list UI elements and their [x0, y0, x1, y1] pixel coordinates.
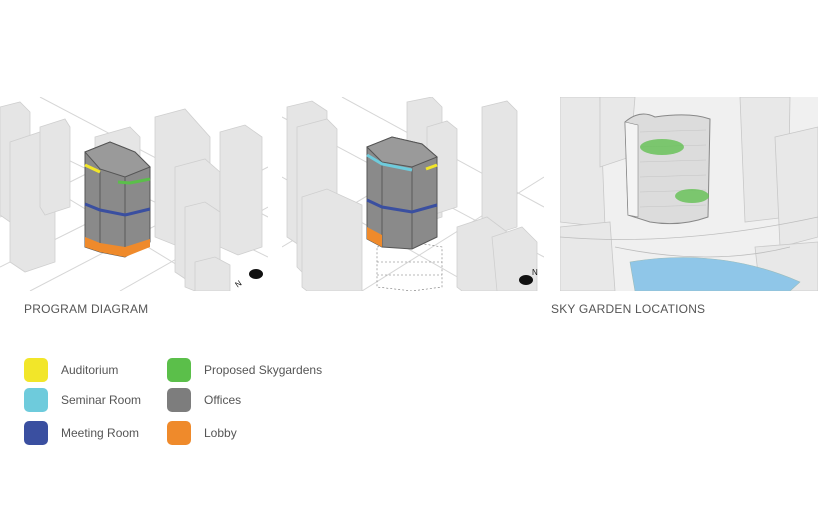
legend-item-skygardens: Proposed Skygardens	[167, 358, 322, 382]
north-arrow-b: N	[519, 268, 538, 285]
legend-item-seminar-room: Seminar Room	[24, 388, 141, 412]
skygarden-upper	[640, 139, 684, 155]
legend-label: Proposed Skygardens	[204, 363, 323, 377]
program-diagram-view-b: N	[282, 97, 544, 291]
program-diagram-caption: PROGRAM DIAGRAM	[24, 302, 149, 316]
context-buildings	[286, 97, 538, 291]
auditorium-swatch	[24, 358, 48, 382]
sky-garden-caption: SKY GARDEN LOCATIONS	[551, 302, 706, 316]
sky-garden-render	[560, 97, 818, 291]
legend-item-auditorium: Auditorium	[24, 358, 118, 382]
svg-text:N: N	[532, 268, 538, 277]
meeting-room-swatch	[24, 421, 48, 445]
skygarden-swatch	[167, 358, 191, 382]
offices-swatch	[167, 388, 191, 412]
svg-text:N: N	[233, 279, 243, 290]
lobby-swatch	[167, 421, 191, 445]
context-buildings	[0, 101, 263, 291]
main-tower	[624, 113, 711, 225]
legend-label: Seminar Room	[61, 393, 142, 407]
legend-label: Auditorium	[61, 363, 119, 377]
dashed-footprint	[376, 241, 443, 291]
program-diagram-view-a: N	[0, 97, 268, 291]
seminar-room-swatch	[24, 388, 48, 412]
legend-label: Lobby	[204, 426, 237, 440]
street-lines	[560, 216, 818, 258]
north-arrow-a: N	[233, 269, 263, 289]
legend-item-meeting-room: Meeting Room	[24, 421, 139, 445]
legend-label: Offices	[204, 393, 242, 407]
skygarden-lower	[675, 189, 709, 203]
tower-b	[366, 136, 438, 250]
water-channel	[629, 257, 801, 291]
tower-a	[84, 141, 151, 258]
legend-item-offices: Offices	[167, 388, 241, 412]
legend-label: Meeting Room	[61, 426, 140, 440]
legend-item-lobby: Lobby	[167, 421, 237, 445]
